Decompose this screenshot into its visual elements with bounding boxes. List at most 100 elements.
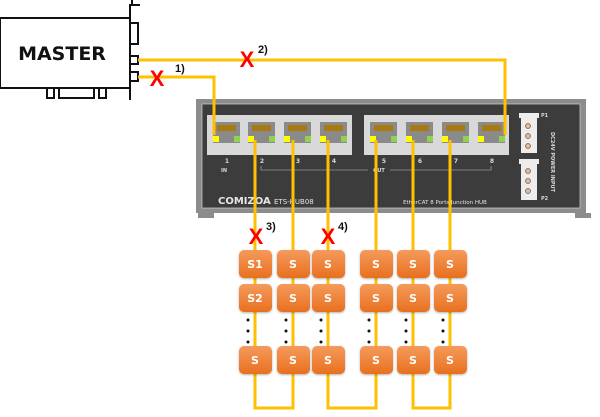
slave-box [239, 284, 272, 312]
ellipsis-dot [367, 340, 371, 344]
ellipsis-dot [404, 340, 408, 344]
rj45-port-1 [213, 122, 240, 143]
slave-box [277, 346, 310, 374]
led-link-icon [478, 136, 484, 142]
led-link-icon [370, 136, 376, 142]
rj45-pins [374, 125, 393, 131]
slave-node: S [360, 250, 393, 278]
slave-node: S [360, 346, 393, 374]
port-number: 2 [260, 158, 264, 165]
led-activity-icon [305, 136, 311, 142]
slave-box [434, 284, 467, 312]
master-port-slot [129, 22, 139, 45]
fault-note: 1) [175, 63, 185, 75]
rj45-port-4 [320, 122, 347, 143]
ellipsis-dot [246, 329, 250, 333]
ellipsis-dot [319, 340, 323, 344]
led-activity-icon [427, 136, 433, 142]
rj45-pins [288, 125, 307, 131]
slave-box [312, 346, 345, 374]
slave-column-port3: SSS [277, 250, 310, 374]
ellipsis-dot [404, 318, 408, 322]
terminal-icon [525, 133, 531, 139]
slave-label: S [409, 258, 417, 271]
fault-x-icon: X [240, 47, 255, 72]
slave-node: S1 [239, 250, 272, 278]
hub-description: EtherCAT 8 Ports Junction HUB [403, 200, 487, 206]
slave-node: S [434, 250, 467, 278]
port-number: 3 [296, 158, 300, 165]
ellipsis-dot [246, 318, 250, 322]
led-link-icon [406, 136, 412, 142]
master-pin [46, 87, 55, 99]
slave-node: S [277, 284, 310, 312]
slave-node: S2 [239, 284, 272, 312]
ellipsis-dot [441, 318, 445, 322]
slave-box [360, 284, 393, 312]
fault-4: X 4) [321, 221, 348, 249]
out-bracket-right [390, 166, 492, 171]
cable-loop-1 [253, 380, 295, 410]
slave-label: S [446, 292, 454, 305]
rj45-pins [482, 125, 501, 131]
rj45-port-2 [248, 122, 275, 143]
master-label: MASTER [18, 43, 106, 65]
fault-note: 2) [258, 44, 268, 56]
fault-x-icon: X [249, 224, 264, 249]
slave-label: S [372, 354, 380, 367]
fault-2: X 2) [240, 44, 268, 72]
fault-x-icon: X [150, 66, 165, 91]
slave-label: S [289, 354, 297, 367]
power-port-p1-label: P1 [541, 113, 549, 119]
terminal-icon [525, 123, 531, 129]
slave-label: S1 [247, 258, 263, 271]
ellipsis-dot [367, 318, 371, 322]
slave-box [434, 346, 467, 374]
slave-box [239, 346, 272, 374]
slave-node: S [434, 346, 467, 374]
slave-box [360, 250, 393, 278]
ellipsis-dot [441, 329, 445, 333]
slave-box [277, 284, 310, 312]
fault-note: 4) [338, 221, 348, 233]
slave-label: S [409, 292, 417, 305]
led-link-icon [284, 136, 290, 142]
slave-label: S [372, 292, 380, 305]
terminal-icon [525, 188, 531, 194]
master-port-out [129, 55, 139, 65]
port-number: 7 [454, 158, 458, 165]
port-number: 4 [332, 158, 336, 165]
slave-node: S [312, 284, 345, 312]
master-edge-connector [58, 87, 95, 99]
slave-node: S [277, 250, 310, 278]
led-link-icon [248, 136, 254, 142]
ellipsis-dot [404, 329, 408, 333]
ellipsis-dot [284, 329, 288, 333]
brand-label: COMIZOA [218, 196, 271, 207]
slave-node: S [360, 284, 393, 312]
out-label: OUT [373, 168, 385, 174]
power-connector-p2 [519, 159, 539, 200]
slave-label: S [324, 354, 332, 367]
port-number: 5 [382, 158, 386, 165]
slave-node: S [239, 346, 272, 374]
slave-column-port6: SSS [397, 250, 430, 374]
slave-column-port5: S S S [360, 250, 393, 374]
rj45-pins [217, 125, 236, 131]
slave-label: S [324, 258, 332, 271]
slave-label: S [289, 258, 297, 271]
power-block-flange [519, 159, 539, 164]
rj45-pins [410, 125, 429, 131]
fault-3: X 3) [249, 221, 276, 249]
slave-label: S [372, 258, 380, 271]
fault-1: X 1) [150, 63, 185, 91]
master-port-in [129, 71, 139, 82]
rj45-port-5 [370, 122, 397, 143]
slave-label: S [446, 258, 454, 271]
slave-box [312, 284, 345, 312]
led-activity-icon [234, 136, 240, 142]
